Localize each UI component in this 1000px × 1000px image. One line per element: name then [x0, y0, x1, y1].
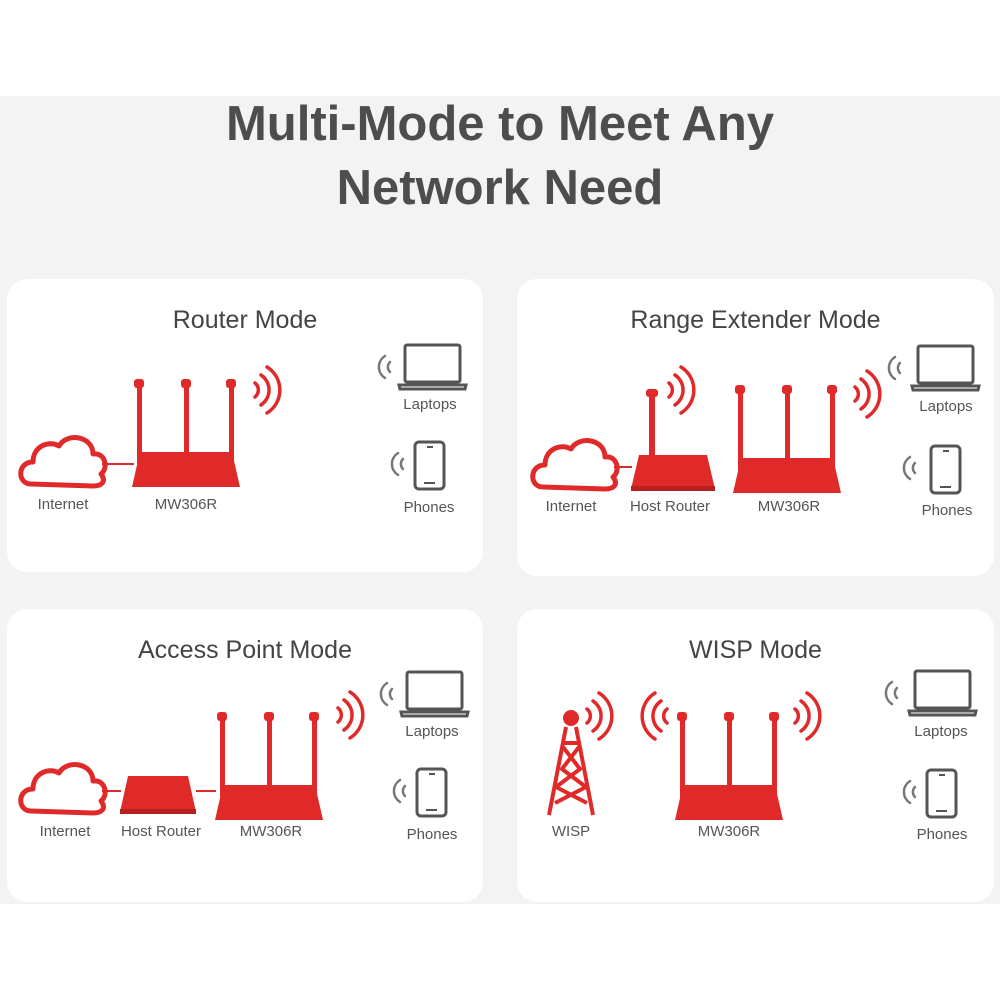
page-title: Multi-Mode to Meet Any Network Need — [0, 92, 1000, 220]
laptop-icon — [397, 343, 468, 391]
phone-icon — [415, 767, 448, 818]
phones-label: Phones — [916, 826, 968, 843]
access-point-mode-diagram — [18, 670, 470, 820]
laptops-label: Laptops — [914, 723, 968, 740]
title-line-1: Multi-Mode to Meet Any — [225, 97, 775, 151]
internet-label: Internet — [545, 498, 597, 515]
wifi-waves-icon — [884, 680, 899, 706]
router-icon — [675, 712, 783, 820]
wifi-waves-icon — [640, 691, 669, 741]
device-label: MW306R — [697, 823, 761, 840]
laptops-label: Laptops — [405, 723, 459, 740]
wifi-waves-icon — [379, 681, 394, 707]
wifi-waves-icon — [585, 691, 614, 741]
internet-label: Internet — [39, 823, 91, 840]
host-router-icon — [120, 776, 196, 814]
router-mode-title: Router Mode — [172, 306, 318, 334]
wifi-waves-icon — [793, 691, 822, 741]
wifi-waves-icon — [902, 779, 917, 805]
wifi-waves-icon — [390, 451, 405, 477]
laptop-icon — [399, 670, 470, 718]
range-extender-mode-title: Range Extender Mode — [630, 306, 881, 334]
phone-icon — [925, 768, 958, 819]
phones-label: Phones — [921, 502, 973, 519]
router-mode-card: Router Mode Internet MW306R Laptops Phon… — [7, 279, 483, 572]
device-label: MW306R — [239, 823, 303, 840]
range-extender-mode-card: Range Extender Mode — [517, 279, 994, 576]
router-icon — [215, 712, 323, 820]
range-extender-mode-diagram — [530, 344, 981, 495]
wifi-waves-icon — [667, 365, 696, 415]
internet-label: Internet — [37, 496, 89, 513]
router-mode-diagram — [18, 343, 468, 491]
laptops-label: Laptops — [919, 398, 973, 415]
wisp-label: WISP — [551, 823, 591, 840]
phones-label: Phones — [406, 826, 458, 843]
phone-icon — [929, 444, 962, 495]
laptops-label: Laptops — [403, 396, 457, 413]
wisp-tower-icon — [547, 710, 595, 816]
wifi-waves-icon — [887, 355, 902, 381]
router-icon — [132, 379, 240, 487]
host-router-label: Host Router — [120, 823, 202, 840]
device-label: MW306R — [154, 496, 218, 513]
cloud-icon — [18, 762, 108, 816]
access-point-mode-title: Access Point Mode — [138, 636, 352, 664]
wisp-mode-title: WISP Mode — [689, 636, 822, 664]
wisp-mode-diagram — [547, 669, 978, 820]
title-line-2: Network Need — [336, 161, 664, 215]
laptop-icon — [910, 344, 981, 392]
wifi-waves-icon — [377, 354, 392, 380]
wifi-waves-icon — [392, 778, 407, 804]
router-icon — [733, 385, 841, 493]
laptop-icon — [907, 669, 978, 717]
access-point-mode-card: Access Point Mode — [7, 609, 483, 902]
host-router-label: Host Router — [629, 498, 711, 515]
phone-icon — [413, 440, 446, 491]
cloud-icon — [530, 438, 620, 492]
cloud-icon — [18, 435, 108, 489]
phones-label: Phones — [403, 499, 455, 516]
host-router-icon — [631, 389, 715, 491]
wisp-mode-card: WISP Mode — [517, 609, 994, 902]
device-label: MW306R — [757, 498, 821, 515]
wifi-waves-icon — [902, 455, 917, 481]
wifi-waves-icon — [853, 369, 882, 419]
wifi-waves-icon — [253, 365, 282, 415]
wifi-waves-icon — [336, 690, 365, 740]
